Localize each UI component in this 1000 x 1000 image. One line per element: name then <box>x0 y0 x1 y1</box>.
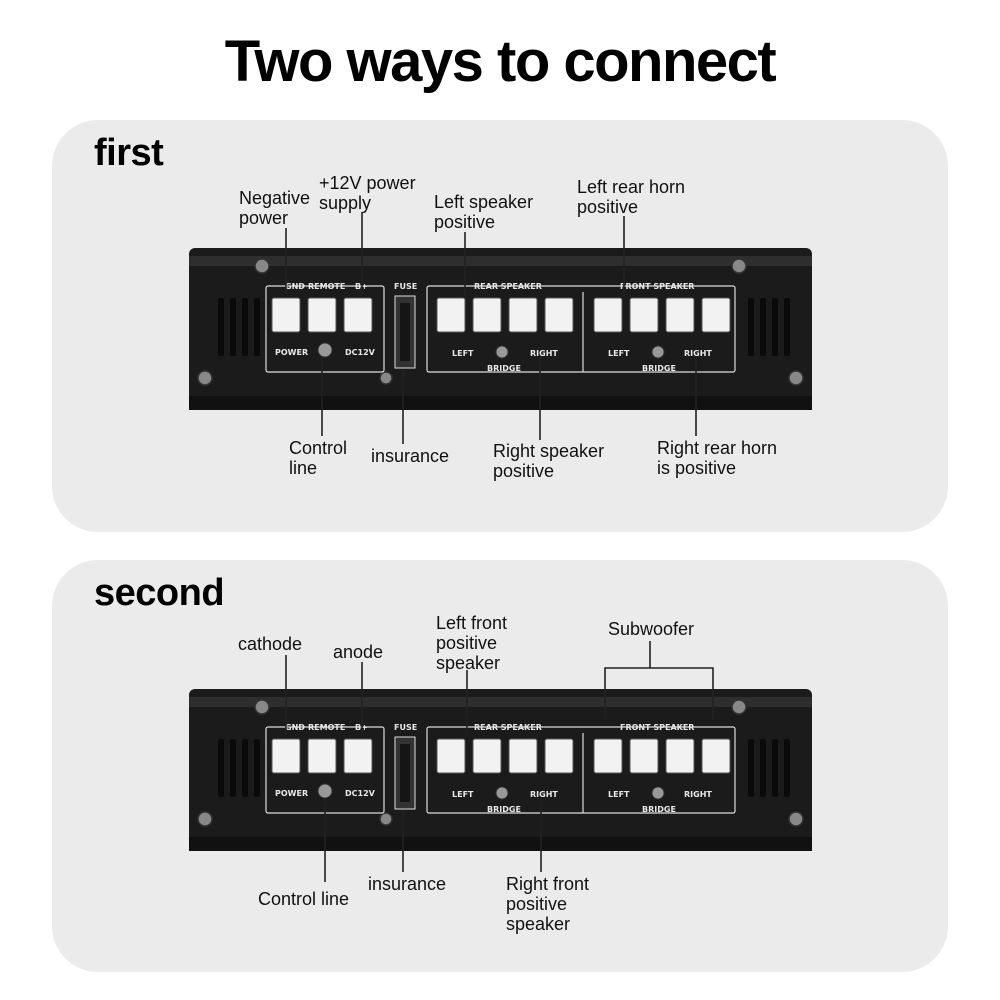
label-fuse: FUSE <box>394 723 417 732</box>
annotation-control-line-second: Control line <box>258 889 350 909</box>
label-fuse: FUSE <box>394 282 417 291</box>
label-right: RIGHT <box>684 349 712 358</box>
label-left: LEFT <box>608 349 630 358</box>
annotation-cathode: cathode <box>238 634 303 654</box>
label-right: RIGHT <box>530 790 558 799</box>
amplifier-body-second: GND REMOTE B+ FUSE POWER DC12V REAR SPEA… <box>189 689 812 851</box>
label-power: POWER <box>275 789 308 798</box>
amplifier-first: GND REMOTE B+ FUSE POWER DC12V REAR SPEA… <box>189 248 812 410</box>
page-title: Two ways to connect <box>224 29 777 94</box>
label-bridge: BRIDGE <box>487 364 521 373</box>
panel-second-label: second <box>94 572 225 614</box>
label-left: LEFT <box>608 790 630 799</box>
label-gnd: GND <box>285 282 305 291</box>
label-bridge: BRIDGE <box>642 364 676 373</box>
screw-icon <box>197 258 804 386</box>
label-power: POWER <box>275 348 308 357</box>
label-right: RIGHT <box>530 349 558 358</box>
label-right: RIGHT <box>684 790 712 799</box>
annotation-subwoofer: Subwoofer <box>608 619 695 639</box>
annotation-insurance: insurance <box>371 446 450 466</box>
panel-first-label: first <box>94 132 164 174</box>
label-bridge: BRIDGE <box>487 805 521 814</box>
label-bridge: BRIDGE <box>642 805 676 814</box>
terminal-icon <box>271 297 731 333</box>
amplifier-second: GND REMOTE B+ FUSE POWER DC12V REAR SPEA… <box>189 689 812 851</box>
amplifier-body-first: GND REMOTE B+ FUSE POWER DC12V REAR SPEA… <box>189 248 812 410</box>
label-remote: REMOTE <box>308 723 345 732</box>
annotation-insurance-second: insurance <box>368 874 447 894</box>
label-remote: REMOTE <box>308 282 345 291</box>
screw-icon <box>197 699 804 827</box>
label-left: LEFT <box>452 349 474 358</box>
label-gnd: GND <box>285 723 305 732</box>
terminal-icon <box>271 738 731 774</box>
label-dc12v: DC12V <box>345 348 376 357</box>
label-dc12v: DC12V <box>345 789 376 798</box>
annotation-anode: anode <box>333 642 384 662</box>
label-left: LEFT <box>452 790 474 799</box>
